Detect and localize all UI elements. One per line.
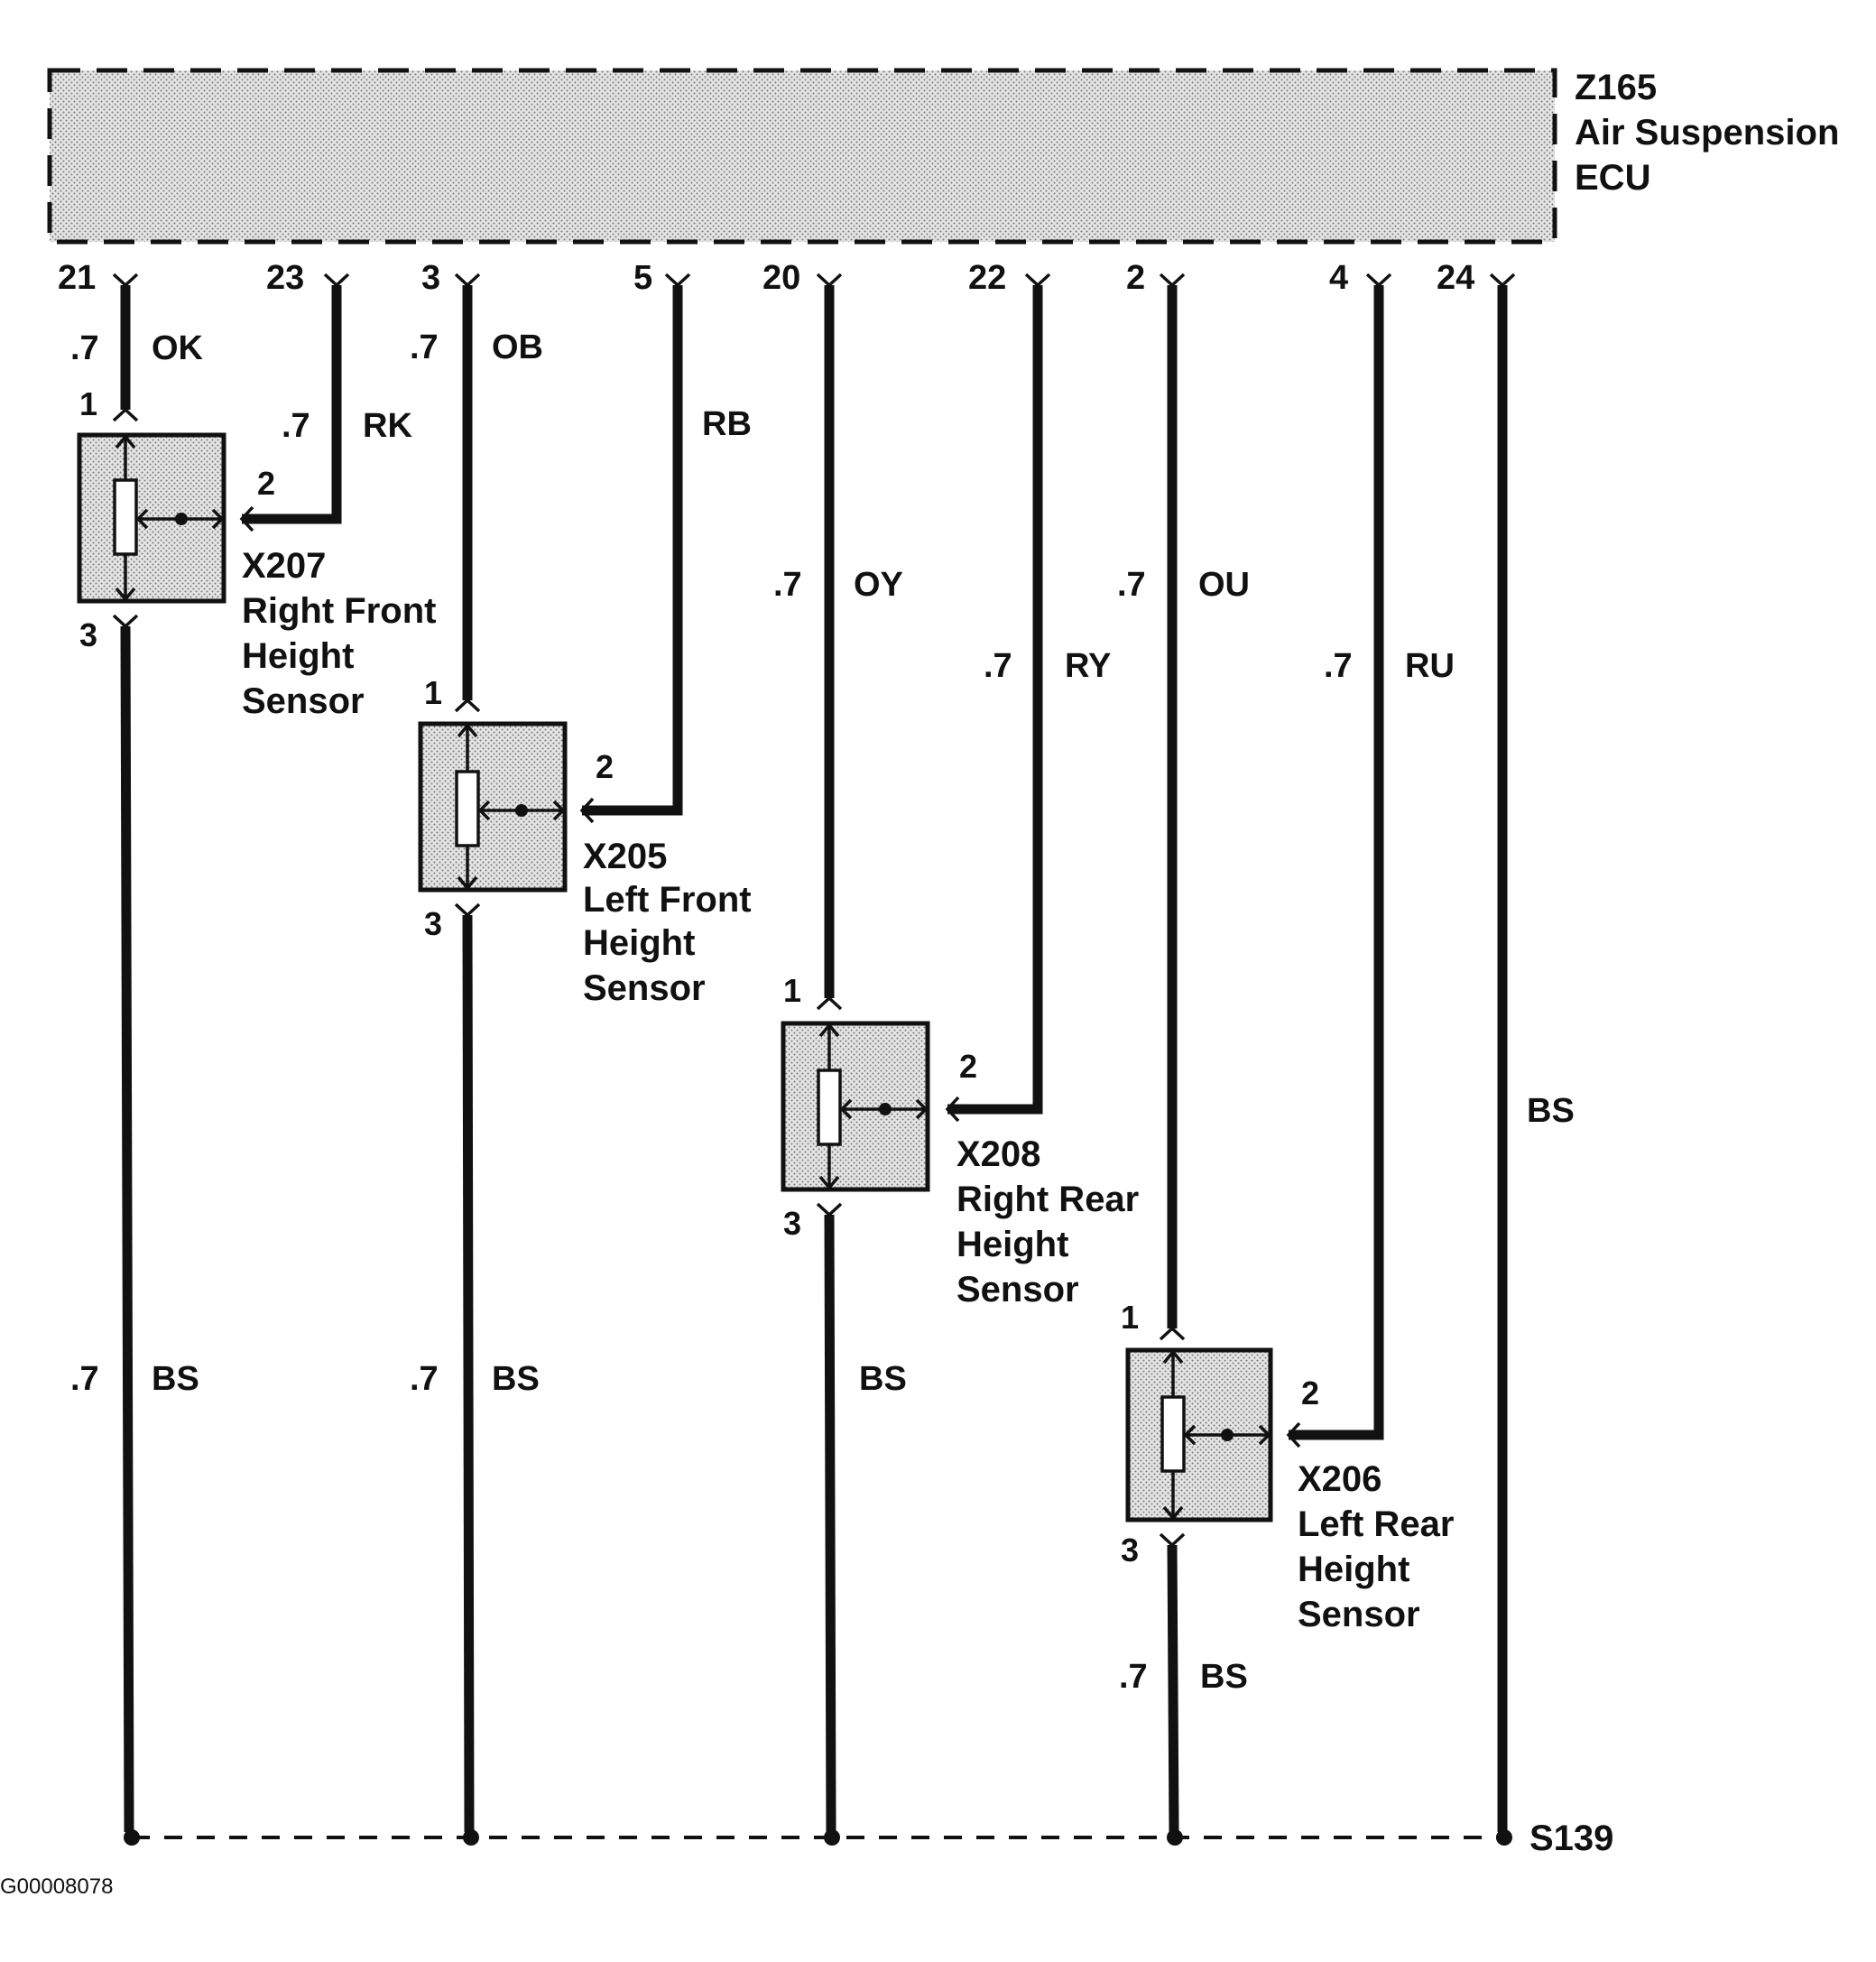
sensor-x206-pin2: 2: [1301, 1374, 1319, 1411]
sensor-x205-name: Left Front: [583, 880, 752, 920]
wire-bs-x207-color: BS: [152, 1360, 199, 1398]
ecu-name-2: ECU: [1575, 158, 1650, 198]
wire-bs-x206: [1167, 1544, 1179, 1833]
resistor-icon: [455, 770, 480, 847]
splice-label: S139: [1529, 1819, 1613, 1858]
pin-label-2: 2: [1126, 259, 1145, 297]
sensor-x205-pin3: 3: [424, 905, 442, 942]
wire-ou-color: OU: [1198, 566, 1250, 604]
wire-ok-color: OK: [152, 329, 204, 367]
sensor-x208-body: [781, 1021, 930, 1192]
sensor-x207-name-2: Height: [242, 636, 354, 676]
wire-bs-x205-gauge: .7: [410, 1360, 439, 1398]
wire-ru-color: RU: [1405, 647, 1455, 685]
wire-bs-x208: [824, 1214, 836, 1833]
wire-oy-color: OY: [854, 566, 903, 604]
sensor-x206: 1 2 3 X206 Left Rear Height Sensor: [1121, 1299, 1454, 1634]
pin-label-4: 4: [1329, 259, 1348, 297]
ecu-name: Air Suspension: [1575, 113, 1839, 153]
wire-rk-color: RK: [363, 407, 412, 445]
wire-ru-gauge: .7: [1324, 647, 1353, 685]
sensor-x205-body: [418, 721, 568, 893]
resistor-icon: [1160, 1395, 1186, 1473]
wire-ok-gauge: .7: [70, 329, 99, 367]
wire-ob-color: OB: [492, 329, 543, 366]
pin-label-3: 3: [421, 259, 440, 297]
splice-node: [124, 1829, 140, 1846]
splice-node: [1167, 1829, 1183, 1846]
sensor-x208-name-3: Sensor: [956, 1270, 1079, 1310]
sensor-x207: 1 2 3 X207 Right Front Height Sensor: [77, 385, 437, 721]
sensor-x207-pin3: 3: [79, 616, 97, 653]
sensor-x207-id: X207: [242, 546, 326, 586]
sensor-x208-pin3: 3: [783, 1205, 801, 1242]
sensor-x207-name-3: Sensor: [242, 681, 365, 721]
wire-ru: [1289, 285, 1384, 1440]
sensor-x207-name: Right Front: [242, 591, 437, 631]
wire-bs-x206-gauge: .7: [1119, 1658, 1148, 1696]
sensor-x207-pin1: 1: [79, 385, 97, 422]
ecu-id: Z165: [1575, 68, 1657, 107]
wire-bs-x208-color: BS: [859, 1360, 907, 1398]
resistor-icon: [113, 478, 138, 556]
sensor-x206-id: X206: [1298, 1459, 1382, 1499]
sensor-x206-pin3: 3: [1121, 1532, 1139, 1569]
pin-label-21: 21: [58, 259, 96, 297]
wire-ou-gauge: .7: [1117, 566, 1146, 604]
wire-rb-color: RB: [702, 405, 752, 443]
splice-node: [824, 1829, 840, 1846]
wire-bs-x206-color: BS: [1200, 1658, 1248, 1696]
sensor-x205: 1 2 3 X205 Left Front Height Sensor: [418, 674, 752, 1008]
sensor-x208-name-2: Height: [956, 1225, 1068, 1264]
sensor-x205-id: X205: [583, 837, 667, 876]
wire-oy-gauge: .7: [773, 566, 802, 604]
sensor-x205-name-3: Sensor: [583, 968, 706, 1008]
wire-ry: [947, 285, 1043, 1115]
sensor-x208-id: X208: [956, 1134, 1040, 1174]
pin-label-24: 24: [1437, 259, 1474, 297]
sensor-x208-name: Right Rear: [956, 1180, 1139, 1219]
splice-node: [1496, 1829, 1512, 1846]
sensor-x208: 1 2 3 X208 Right Rear Height Sensor: [781, 972, 1139, 1310]
sensor-x206-pin1: 1: [1121, 1299, 1139, 1336]
sensor-x205-pin1: 1: [424, 674, 442, 711]
sensor-x208-pin1: 1: [783, 972, 801, 1009]
splice-node: [463, 1829, 479, 1846]
sensor-x205-pin2: 2: [596, 748, 614, 785]
wire-rk: [242, 285, 342, 524]
wire-rb: [582, 285, 683, 816]
wire-rk-gauge: .7: [282, 407, 310, 445]
resistor-icon: [817, 1069, 842, 1146]
sensor-x206-name-3: Sensor: [1298, 1595, 1420, 1634]
ecu-block: [47, 68, 1557, 245]
pin-label-5: 5: [633, 259, 652, 297]
figure-code: G00008078: [0, 1874, 113, 1899]
ecu-connectors: [112, 273, 1516, 288]
pin-label-20: 20: [762, 259, 800, 297]
pin-label-22: 22: [968, 259, 1006, 297]
wire-bs-x205: [462, 914, 475, 1833]
sensor-x207-pin2: 2: [257, 465, 275, 502]
wire-ry-gauge: .7: [984, 647, 1012, 685]
pin-label-23: 23: [266, 259, 304, 297]
sensor-x206-name-2: Height: [1298, 1550, 1409, 1589]
sensor-x208-pin2: 2: [959, 1048, 977, 1085]
wire-bs-24-color: BS: [1527, 1092, 1575, 1130]
wire-ry-color: RY: [1065, 647, 1111, 685]
wire-bs-x205-color: BS: [492, 1360, 540, 1398]
wire-bs-x207: [120, 625, 134, 1833]
wire-ob-gauge: .7: [410, 329, 439, 366]
wire-bs-x207-gauge: .7: [70, 1360, 99, 1398]
sensor-x205-name-2: Height: [583, 923, 695, 963]
sensor-x206-name: Left Rear: [1298, 1504, 1454, 1544]
